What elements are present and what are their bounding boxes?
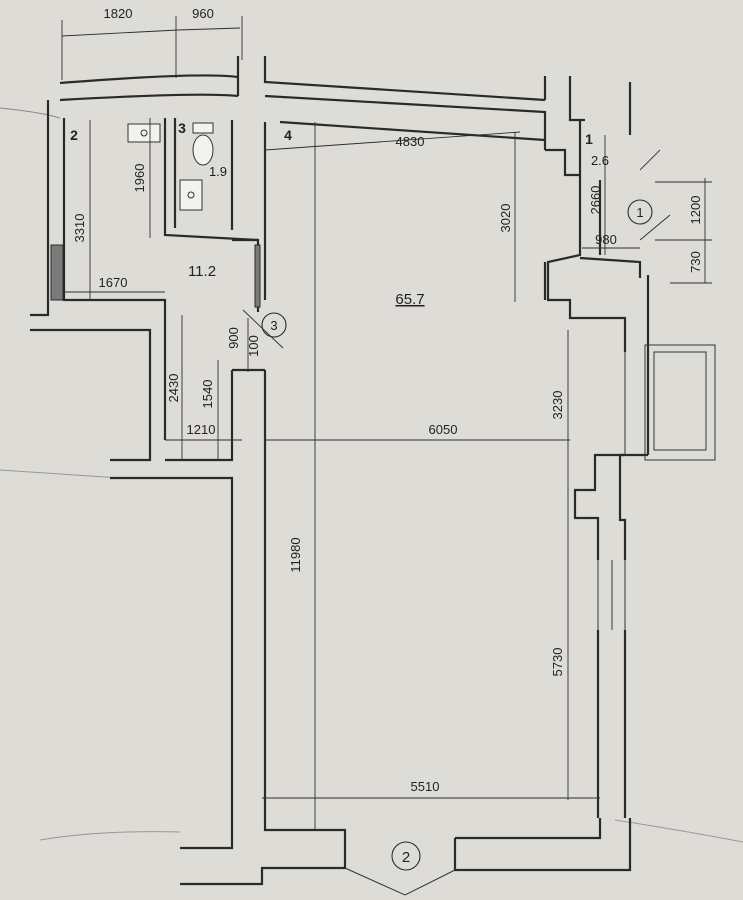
- hatched-wall-left: [50, 244, 64, 301]
- room-4-area: 65.7: [395, 291, 424, 308]
- svg-text:3: 3: [270, 318, 277, 333]
- hatched-wall-partition: [254, 244, 261, 308]
- dim-top-left: 1820: [104, 6, 133, 21]
- svg-text:2: 2: [402, 849, 410, 866]
- marker-2: 2: [391, 841, 421, 871]
- room-4-number: 4: [284, 127, 292, 143]
- room-3-area: 1.9: [209, 164, 227, 179]
- dim-room4-middle: 6050: [429, 422, 458, 437]
- marker-1: 1: [627, 199, 653, 225]
- toilet-icon: [192, 122, 214, 166]
- sink-icon: [127, 123, 161, 143]
- dim-room4-height: 11980: [288, 537, 303, 572]
- room-2-number: 2: [70, 127, 78, 143]
- background-guides: [0, 107, 743, 843]
- dim-wc-height: 1960: [132, 164, 147, 193]
- corridor-area: 11.2: [188, 263, 216, 280]
- dim-room4-upper: 3020: [498, 204, 513, 233]
- room-3-number: 3: [178, 120, 186, 136]
- washbasin-icon: [179, 179, 203, 211]
- entrance-lines: [344, 867, 456, 896]
- dim-room2-height: 3310: [72, 214, 87, 243]
- dim-ext-upper: 1200: [688, 196, 703, 225]
- room-1-number: 1: [585, 131, 593, 147]
- walls: [30, 56, 650, 886]
- dim-room4-right-low: 5730: [550, 648, 565, 677]
- dim-room1-width: 980: [595, 232, 617, 247]
- dim-room2-width: 1670: [99, 275, 128, 290]
- dim-corridor-width: 1210: [187, 422, 216, 437]
- dimension-lines: [61, 16, 712, 830]
- dim-door-900: 900: [226, 327, 241, 349]
- dim-room1-height: 2660: [588, 186, 603, 215]
- dim-ext-lower: 730: [688, 251, 703, 273]
- room-1-area: 2.6: [591, 153, 609, 168]
- dim-corridor-height: 2430: [166, 374, 181, 403]
- dim-room4-bottom: 5510: [411, 779, 440, 794]
- dim-room4-right-mid: 3230: [550, 391, 565, 420]
- dim-door-100: 100: [246, 335, 261, 357]
- dim-corridor-inner: 1540: [200, 380, 215, 409]
- marker-3: 3: [261, 312, 287, 338]
- dim-room4-top: 4830: [396, 134, 425, 149]
- svg-text:1: 1: [636, 205, 643, 220]
- window-frame: [597, 344, 716, 630]
- dim-top-right: 960: [192, 6, 214, 21]
